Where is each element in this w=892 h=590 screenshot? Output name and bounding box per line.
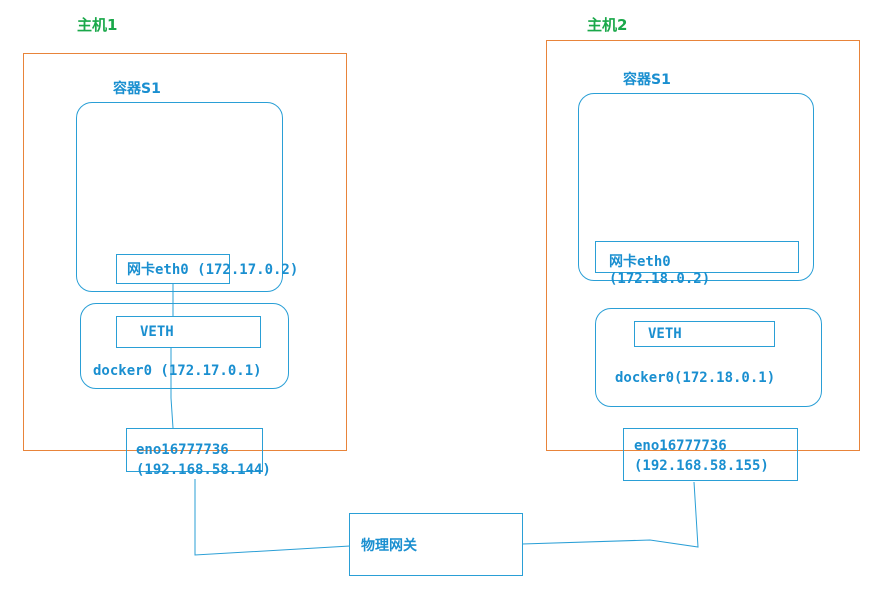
gateway-box bbox=[349, 513, 523, 576]
host1-eth0-box bbox=[116, 254, 230, 284]
host2-box bbox=[546, 40, 860, 451]
host2-veth-box bbox=[634, 321, 775, 347]
host2-label: 主机2 bbox=[587, 16, 628, 34]
host1-label: 主机1 bbox=[77, 16, 118, 34]
host1-eno-box bbox=[126, 428, 263, 472]
host2-container-box bbox=[578, 93, 814, 281]
host2-eth0-box bbox=[595, 241, 799, 273]
host1-container-label: 容器S1 bbox=[113, 81, 161, 97]
link-gateway-host2 bbox=[521, 481, 699, 548]
host2-eth0-name: 网卡eth0 bbox=[609, 254, 671, 270]
host1-eth0-label: 网卡eth0 (172.17.0.2) bbox=[127, 262, 299, 278]
host2-eno-ip: (192.168.58.155) bbox=[634, 458, 769, 474]
host2-veth-label: VETH bbox=[648, 326, 682, 342]
host1-eno-name: eno16777736 bbox=[136, 442, 229, 458]
link-veth-eno-host1 bbox=[170, 348, 174, 429]
host2-eth0-ip: (172.18.0.2) bbox=[609, 271, 711, 287]
host1-container-box bbox=[76, 102, 283, 292]
host1-docker0-box bbox=[80, 303, 289, 389]
host1-veth-box bbox=[116, 316, 261, 348]
link-host1-gateway bbox=[194, 479, 351, 556]
host1-veth-label: VETH bbox=[140, 324, 174, 340]
host2-eno-name: eno16777736 bbox=[634, 438, 727, 454]
host2-eno-box bbox=[623, 428, 798, 481]
host1-docker0-label: docker0 (172.17.0.1) bbox=[93, 363, 262, 379]
host1-box bbox=[23, 53, 347, 451]
host2-container-label: 容器S1 bbox=[623, 72, 671, 88]
gateway-label: 物理网关 bbox=[361, 538, 417, 554]
host2-docker0-box bbox=[595, 308, 822, 407]
host1-eno-ip: (192.168.58.144) bbox=[136, 462, 271, 478]
host2-docker0-label: docker0(172.18.0.1) bbox=[615, 370, 776, 386]
